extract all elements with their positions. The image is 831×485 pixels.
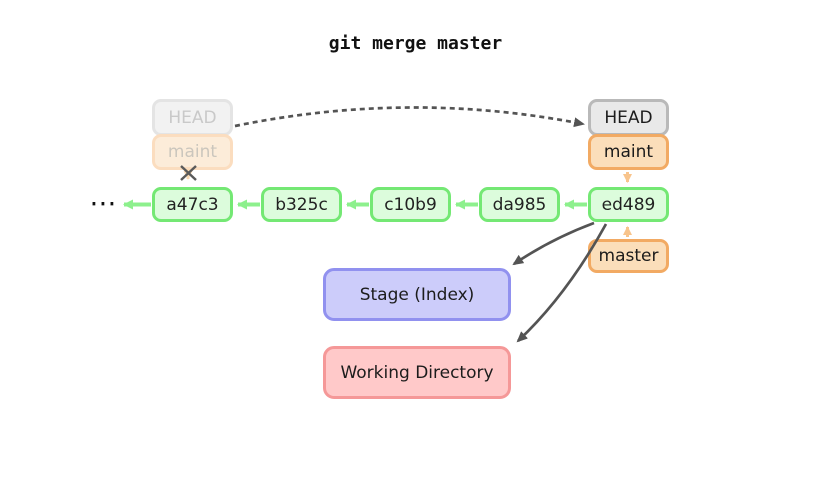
- commit-box-da985: da985: [479, 187, 560, 222]
- diagram-title: git merge master: [328, 33, 503, 54]
- head-box: HEAD: [588, 99, 669, 136]
- commit-box-ed489: ed489: [588, 187, 669, 222]
- old-maint-box: maint: [152, 134, 233, 170]
- ed489-to-stage-arrow: [512, 221, 595, 266]
- commit-box-a47c3: a47c3: [152, 187, 233, 222]
- stage-box: Stage (Index): [323, 268, 511, 321]
- history-ellipsis: ⋯: [89, 188, 119, 219]
- old-head-box: HEAD: [152, 99, 233, 136]
- master-box: master: [588, 239, 669, 273]
- working-directory-box: Working Directory: [323, 346, 511, 399]
- commit-box-c10b9: c10b9: [370, 187, 451, 222]
- commit-box-b325c: b325c: [261, 187, 342, 222]
- head-move-arrow: [234, 106, 585, 128]
- maint-box: maint: [588, 134, 669, 170]
